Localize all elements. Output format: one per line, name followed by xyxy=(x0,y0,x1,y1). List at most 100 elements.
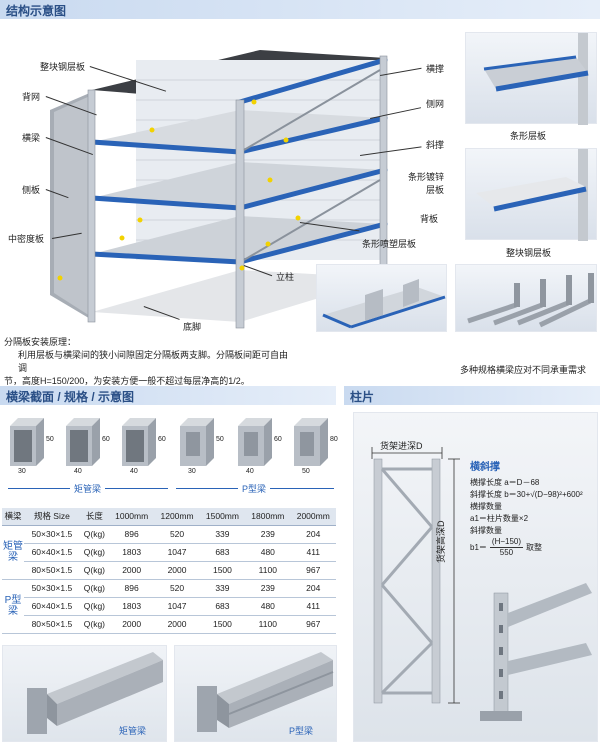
table-cell: Q(kg) xyxy=(79,525,109,544)
header-1000: 1000mm xyxy=(108,508,155,526)
callout-diagonal-brace: 斜撑 xyxy=(426,140,445,150)
formula-line-2: 斜撑长度 b＝30+√(D−98)²+600² xyxy=(470,490,583,499)
table-cell: 2000 xyxy=(108,561,155,580)
section-title-column: 柱片 xyxy=(350,390,375,404)
beam-section-5: 40 60 xyxy=(232,412,282,480)
callout-mdf-board: 中密度板 xyxy=(8,234,45,244)
table-cell: 204 xyxy=(290,579,336,598)
table-cell: 80×50×1.5 xyxy=(24,561,80,580)
table-cell: Q(kg) xyxy=(79,561,109,580)
table-cell: 2000 xyxy=(154,615,200,634)
beam-spec-table: 横梁 规格 Size 长度 1000mm 1200mm 1500mm 1800m… xyxy=(2,508,336,634)
table-cell: 2000 xyxy=(154,561,200,580)
callout-foot: 底脚 xyxy=(183,322,202,332)
table-header-row: 横梁 规格 Size 长度 1000mm 1200mm 1500mm 1800m… xyxy=(2,508,336,526)
section-title-beam: 横梁截面 / 规格 / 示意图 xyxy=(6,390,135,404)
table-cell: 411 xyxy=(290,543,336,562)
section-height: 50 xyxy=(46,436,54,443)
formula-line-6: b1＝ (H−150) 550 取整 xyxy=(470,537,583,558)
section-width: 50 xyxy=(302,468,310,475)
header-1800: 1800mm xyxy=(245,508,291,526)
table-cell: 2000 xyxy=(108,615,155,634)
header-length: 长度 xyxy=(79,508,109,526)
formula-denominator: 550 xyxy=(499,548,514,557)
section-title-structure: 结构示意图 xyxy=(6,4,67,18)
section-height: 60 xyxy=(158,436,166,443)
table-cell: 967 xyxy=(290,561,336,580)
depth-label: 货架进深D xyxy=(380,441,423,451)
table-cell: 60×40×1.5 xyxy=(24,543,80,562)
strip-shelf-caption: 条形层板 xyxy=(510,131,547,141)
section-bar-column: 柱片 xyxy=(344,386,600,405)
header-1200: 1200mm xyxy=(154,508,200,526)
brace-formula: 横斜撑 横撑长度 a＝D－68 斜撑长度 b＝30+√(D−98)²+600² … xyxy=(470,462,583,558)
table-cell: 1047 xyxy=(154,597,200,616)
p-beam-image: P型梁 xyxy=(174,645,337,742)
callout-back-mesh: 背网 xyxy=(22,92,41,102)
formula-line-3: 横撑数量 xyxy=(470,502,502,511)
strip-shelf-image xyxy=(465,32,597,125)
table-cell: 339 xyxy=(199,579,246,598)
shelving-illustration xyxy=(50,50,388,329)
table-cell: 50×30×1.5 xyxy=(24,525,80,544)
formula-line-4: a1＝柱片数量×2 xyxy=(470,514,529,523)
table-cell: 411 xyxy=(290,597,336,616)
beam-section-4: 30 50 xyxy=(174,412,224,480)
table-cell: 967 xyxy=(290,615,336,634)
note-line-1: 利用层板与横梁间的狭小间隙固定分隔板两支脚。分隔板间距可自由调 xyxy=(18,350,289,373)
rect-group-label: 矩管梁 xyxy=(70,482,106,495)
table-cell: 204 xyxy=(290,525,336,544)
table-cell: 339 xyxy=(199,525,246,544)
table-cell: 480 xyxy=(245,543,291,562)
formula-line-5: 斜撑数量 xyxy=(470,526,502,535)
header-beam: 横梁 xyxy=(2,508,24,526)
section-width: 40 xyxy=(130,468,138,475)
beam-section-6: 50 80 xyxy=(288,412,338,480)
callout-coated-shelf: 条形喷塑层板 xyxy=(362,239,417,249)
divider-image xyxy=(316,264,447,332)
table-cell: 520 xyxy=(154,579,200,598)
p-beam-image-label: P型梁 xyxy=(289,726,314,736)
p-group-label: P型梁 xyxy=(238,482,271,495)
note-line-2: 节，高度H=150/200，为安装方便一般不超过每层净高的1/2。 xyxy=(4,376,250,386)
callout-upright: 立柱 xyxy=(276,272,295,282)
beams-caption: 多种规格横梁应对不同承重需求 xyxy=(460,365,587,375)
section-bar-structure: 结构示意图 xyxy=(0,0,600,19)
section-height: 60 xyxy=(274,436,282,443)
section-height: 80 xyxy=(330,436,338,443)
beams-image xyxy=(455,264,597,332)
table-cell: 239 xyxy=(245,579,291,598)
formula-fraction: (H−150) 550 xyxy=(489,537,524,558)
callout-back-panel: 背板 xyxy=(420,214,439,224)
section-width: 30 xyxy=(18,468,26,475)
table-cell: 80×50×1.5 xyxy=(24,615,80,634)
callout-beam: 横梁 xyxy=(22,133,41,143)
table-cell: 896 xyxy=(108,525,155,544)
formula-b1-prefix: b1＝ xyxy=(470,542,487,552)
section-height: 50 xyxy=(216,436,224,443)
callout-side-panel: 侧板 xyxy=(22,185,41,195)
table-cell: 239 xyxy=(245,525,291,544)
formula-b1-suffix: 取整 xyxy=(526,542,543,552)
height-label: 货架高深D xyxy=(436,520,446,564)
table-cell: 683 xyxy=(199,597,246,616)
table-cell: Q(kg) xyxy=(79,615,109,634)
callout-shelf: 层板 xyxy=(426,185,445,195)
formula-title: 横斜撑 xyxy=(470,462,500,473)
table-cell: 1500 xyxy=(199,561,246,580)
steel-shelf-caption: 整块钢层板 xyxy=(506,248,552,258)
section-width: 40 xyxy=(246,468,254,475)
note-title: 分隔板安装原理： xyxy=(4,337,77,347)
section-width: 30 xyxy=(188,468,196,475)
table-cell: 60×40×1.5 xyxy=(24,597,80,616)
formula-numerator: (H−150) xyxy=(489,537,524,548)
rect-beam-image-label: 矩管梁 xyxy=(119,726,147,736)
table-cell: 1803 xyxy=(108,597,155,616)
beam-section-1: 30 50 xyxy=(4,412,54,480)
group-p-beam: P型梁 xyxy=(2,579,24,634)
table-cell: 1100 xyxy=(245,615,291,634)
